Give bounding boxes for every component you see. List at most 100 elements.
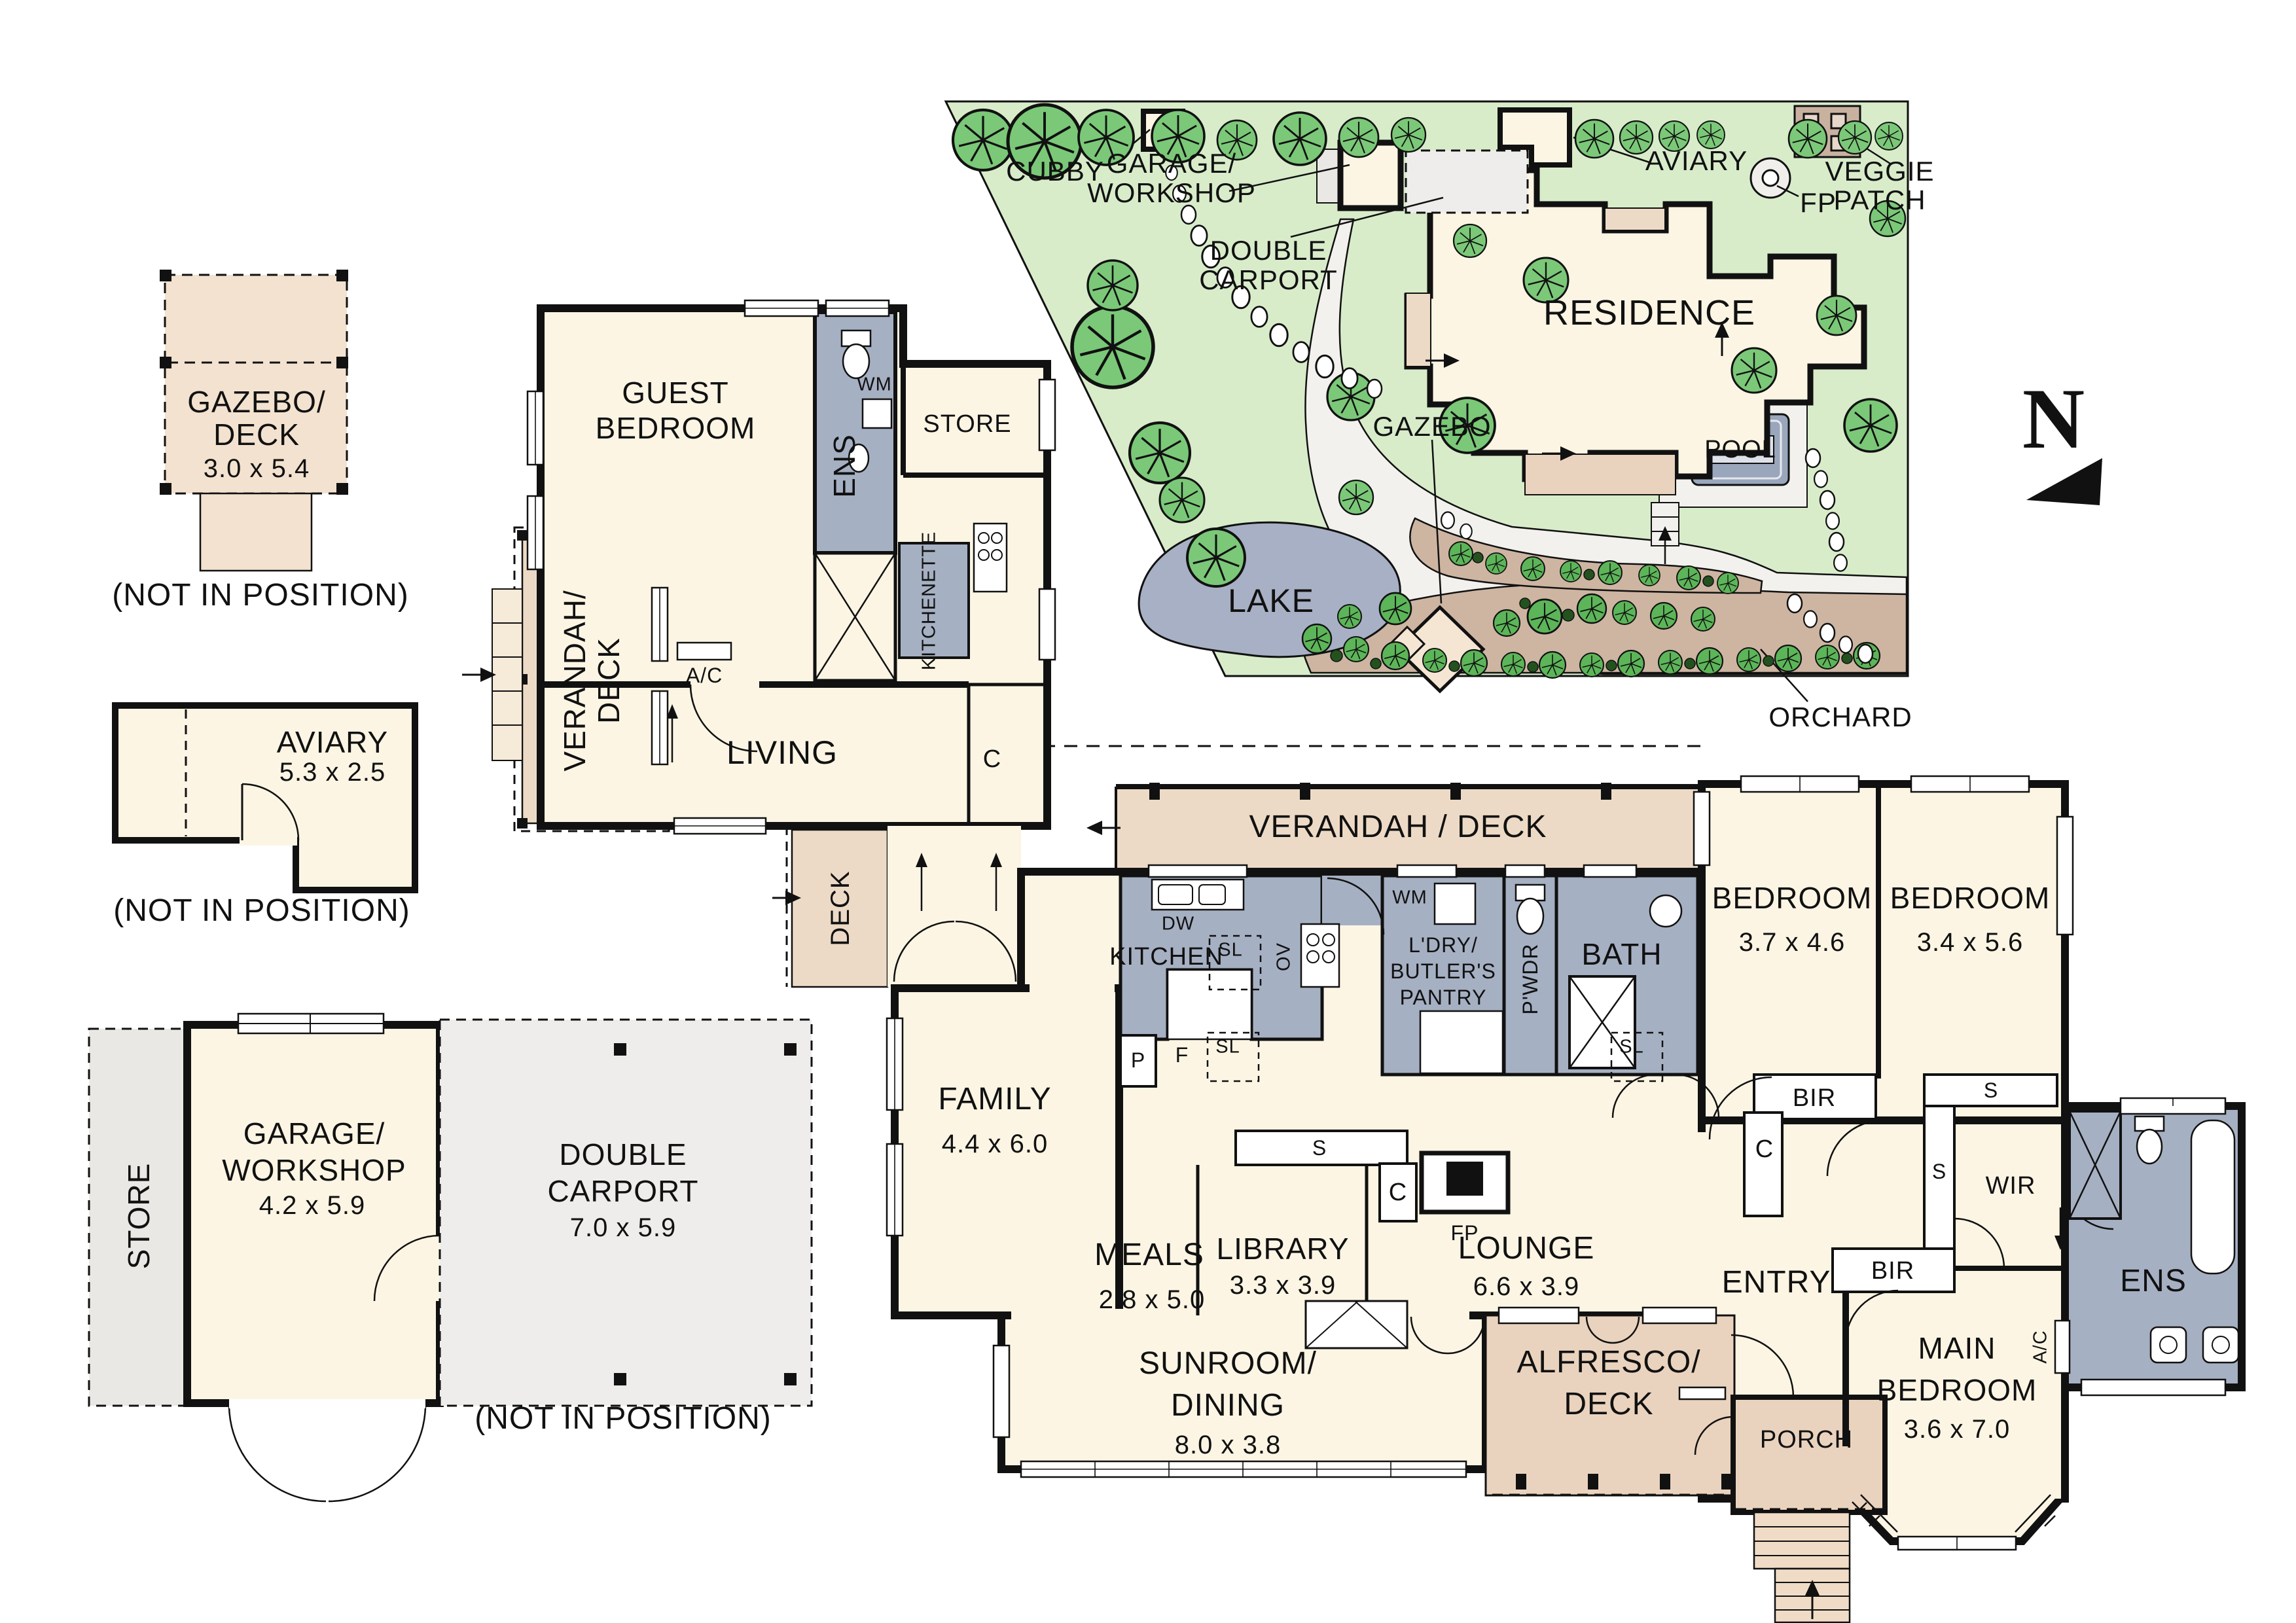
label-porch: PORCH bbox=[1759, 1426, 1854, 1454]
label-nip-1: (NOT IN POSITION) bbox=[112, 578, 409, 613]
label-legend-garage-dim: 4.2 x 5.9 bbox=[259, 1191, 366, 1220]
label-guest-1: GUEST bbox=[622, 376, 729, 410]
label-alfresco-1: ALFRESCO/ bbox=[1516, 1345, 1701, 1380]
label-sunroom-2: DINING bbox=[1171, 1388, 1285, 1423]
label-wir: WIR bbox=[1985, 1172, 2036, 1200]
label-legend-carport-dim: 7.0 x 5.9 bbox=[569, 1213, 677, 1242]
label-s-library: S bbox=[1312, 1136, 1327, 1160]
label-c-guest: C bbox=[982, 745, 1002, 773]
label-cubby: CUBBY bbox=[1006, 156, 1104, 187]
label-ac-guest: A/C bbox=[685, 664, 723, 687]
label-legend-store: STORE bbox=[122, 1162, 156, 1270]
label-main-1: MAIN bbox=[1918, 1331, 1996, 1365]
label-bath: BATH bbox=[1581, 937, 1662, 971]
label-legend-aviary: AVIARY bbox=[276, 725, 389, 759]
room-kitchenette bbox=[898, 542, 970, 659]
label-site-gazebo: GAZEBO bbox=[1372, 411, 1492, 442]
north-arrow-icon bbox=[2026, 458, 2102, 505]
label-ens-main: ENS bbox=[2120, 1264, 2187, 1298]
label-sl-1: SL bbox=[1215, 1036, 1240, 1058]
label-bedroom1-dim: 3.7 x 4.6 bbox=[1738, 928, 1846, 957]
label-s-top: S bbox=[1983, 1079, 1999, 1102]
label-bir2: BIR bbox=[1871, 1257, 1915, 1285]
label-bedroom1: BEDROOM bbox=[1712, 881, 1873, 915]
corridor-to-family bbox=[888, 826, 1021, 987]
label-verandah-main: VERANDAH / DECK bbox=[1249, 810, 1547, 844]
label-legend-gazebo-dim: 3.0 x 5.4 bbox=[203, 454, 310, 483]
label-library: LIBRARY bbox=[1216, 1232, 1350, 1266]
site-plan bbox=[944, 100, 2102, 702]
label-veggie-1: VEGGIE bbox=[1825, 156, 1935, 187]
shelf-s-top bbox=[1923, 1073, 2058, 1107]
label-kitchenette: KITCHENETTE bbox=[918, 531, 940, 671]
label-c-entry: C bbox=[1755, 1135, 1774, 1163]
shelf-s-side bbox=[1923, 1105, 1956, 1270]
label-ldry-1: L'DRY/ bbox=[1408, 933, 1478, 957]
window-seat bbox=[1304, 1300, 1408, 1349]
label-s-side: S bbox=[1931, 1160, 1947, 1183]
label-pwdr: P'WDR bbox=[1518, 943, 1542, 1015]
ac-unit-main bbox=[2054, 1319, 2071, 1374]
cupboard-entry bbox=[1743, 1111, 1784, 1217]
label-site-carport-1: DOUBLE bbox=[1210, 235, 1327, 266]
label-guest-ens: ENS bbox=[827, 434, 861, 498]
room-alfresco bbox=[1484, 1314, 1736, 1497]
label-lake: LAKE bbox=[1228, 582, 1314, 619]
label-site-garage-2: WORKSHOP bbox=[1087, 177, 1256, 208]
label-sl-kitchen: SL bbox=[1218, 939, 1243, 961]
label-lounge: LOUNGE bbox=[1458, 1231, 1595, 1266]
label-legend-aviary-dim: 5.3 x 2.5 bbox=[279, 758, 386, 787]
label-sunroom-1: SUNROOM/ bbox=[1139, 1346, 1317, 1381]
label-f: F bbox=[1175, 1043, 1189, 1067]
label-deck-small: DECK bbox=[826, 870, 855, 946]
label-store: STORE bbox=[923, 410, 1012, 438]
label-sunroom-dim: 8.0 x 3.8 bbox=[1174, 1431, 1282, 1459]
label-family: FAMILY bbox=[938, 1082, 1052, 1116]
label-lounge-dim: 6.6 x 3.9 bbox=[1473, 1272, 1580, 1301]
label-ov: OV bbox=[1273, 942, 1295, 971]
label-site-aviary: AVIARY bbox=[1645, 145, 1748, 176]
label-meals-dim: 2.8 x 5.0 bbox=[1098, 1285, 1206, 1314]
room-deck-small bbox=[791, 829, 889, 988]
room-store-walls bbox=[901, 361, 1047, 478]
label-ldry-2: BUTLER'S bbox=[1390, 959, 1496, 983]
label-meals: MEALS bbox=[1094, 1238, 1204, 1272]
legend-double-carport bbox=[439, 1018, 813, 1407]
label-c-lounge: C bbox=[1388, 1179, 1408, 1206]
label-bir1: BIR bbox=[1792, 1084, 1837, 1112]
label-verandah-west-2: DECK bbox=[592, 637, 626, 724]
label-verandah-west-1: VERANDAH/ bbox=[558, 590, 592, 772]
label-veggie-2: PATCH bbox=[1833, 185, 1926, 215]
verandah-steps bbox=[492, 588, 523, 761]
room-porch bbox=[1731, 1395, 1888, 1515]
label-main-dim: 3.6 x 7.0 bbox=[1903, 1415, 2011, 1444]
floor-plan bbox=[462, 299, 2246, 1623]
label-pool: POOL bbox=[1704, 436, 1776, 463]
site-aviary bbox=[1498, 107, 1572, 168]
label-orchard: ORCHARD bbox=[1768, 702, 1912, 732]
label-legend-garage-1: GARAGE/ bbox=[243, 1116, 386, 1150]
label-legend-garage-2: WORKSHOP bbox=[222, 1153, 406, 1187]
legend-aviary bbox=[112, 702, 418, 893]
label-legend-carport-2: CARPORT bbox=[547, 1174, 699, 1208]
label-alfresco-2: DECK bbox=[1564, 1387, 1654, 1421]
label-nip-2: (NOT IN POSITION) bbox=[113, 893, 410, 928]
label-site-carport-2: CARPORT bbox=[1199, 264, 1338, 295]
label-legend-gazebo-2: DECK bbox=[213, 418, 300, 452]
label-wm-laundry: WM bbox=[1392, 887, 1427, 908]
label-library-dim: 3.3 x 3.9 bbox=[1229, 1271, 1336, 1300]
label-sl-2: SL bbox=[1619, 1036, 1644, 1058]
label-fp: FP bbox=[1450, 1221, 1479, 1245]
label-dw: DW bbox=[1161, 913, 1195, 935]
label-residence: RESIDENCE bbox=[1543, 293, 1756, 332]
label-p: P bbox=[1130, 1048, 1146, 1072]
label-living: LIVING bbox=[726, 734, 838, 771]
ac-unit-guest bbox=[676, 641, 732, 661]
label-site-fp: FP bbox=[1800, 187, 1837, 218]
label-bedroom2-dim: 3.4 x 5.6 bbox=[1916, 928, 2024, 957]
label-family-dim: 4.4 x 6.0 bbox=[941, 1130, 1049, 1158]
label-kitchen: KITCHEN bbox=[1109, 943, 1223, 971]
label-entry: ENTRY bbox=[1721, 1265, 1831, 1300]
